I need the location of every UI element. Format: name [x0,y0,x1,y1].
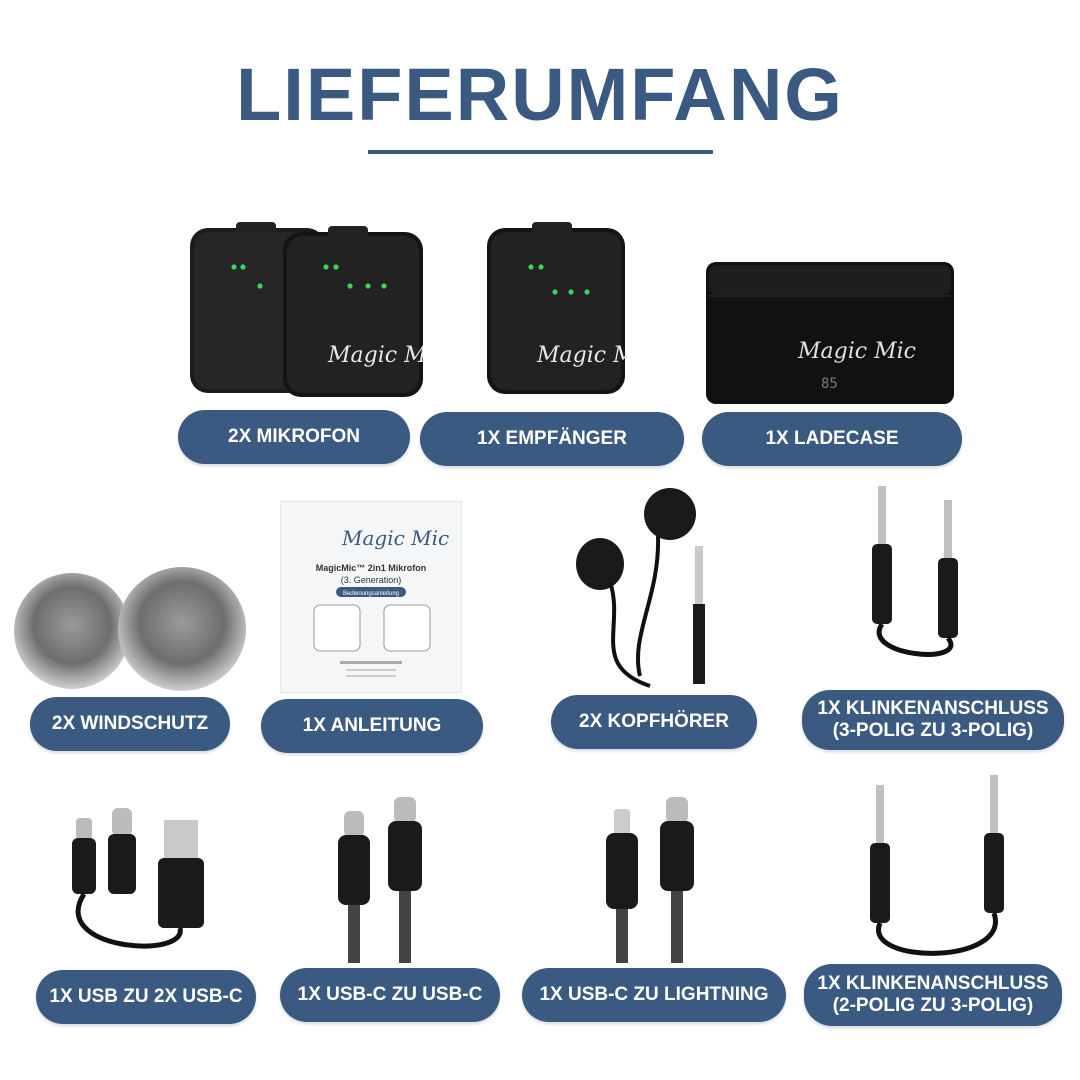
item-label-usb-2usbc: 1X USB ZU 2X USB-C [36,970,256,1024]
lightning-cable-icon [600,795,710,965]
svg-text:Magic Mic: Magic Mic [797,339,916,364]
item-label-windscreen: 2X WINDSCHUTZ [30,697,230,751]
manual-icon: Magic Mic MagicMic™ 2in1 Mikrofon (3. Ge… [280,501,462,693]
svg-text:Bedienungsanleitung: Bedienungsanleitung [343,591,399,597]
svg-text:85: 85 [821,376,838,392]
item-label-aux-2pol: 1X KLINKENANSCHLUSS (2-POLIG ZU 3-POLIG) [804,964,1062,1026]
item-label-charging-case: 1X LADECASE [702,412,962,466]
page-title: LIEFERUMFANG [236,53,844,136]
usbc-cable-icon [330,795,440,965]
title-underline [368,150,713,154]
item-label-aux-3pol: 1X KLINKENANSCHLUSS (3-POLIG ZU 3-POLIG) [802,690,1064,750]
svg-text:Magic Mic: Magic Mic [341,526,449,550]
microphone-transmitter-icon: Magic Mic [188,222,423,397]
charging-case-icon: Magic Mic 85 [706,262,956,407]
item-label-receiver: 1X EMPFÄNGER [420,412,684,466]
usb-cable-icon [48,800,218,970]
svg-text:(3. Generation): (3. Generation) [341,575,402,585]
windscreen-icon [10,563,250,693]
item-label-manual: 1X ANLEITUNG [261,699,483,753]
earphones-icon [570,486,730,696]
item-label-microphone: 2X MIKROFON [178,410,410,464]
item-label-earphones: 2X KOPFHÖRER [551,695,757,749]
aux-cable-3pol-icon [860,486,980,676]
svg-text:MagicMic™ 2in1 Mikrofon: MagicMic™ 2in1 Mikrofon [316,563,427,573]
item-label-usbc-lightning: 1X USB-C ZU LIGHTNING [522,968,786,1022]
svg-text:Magic Mic: Magic Mic [536,343,627,368]
item-label-usbc-usbc: 1X USB-C ZU USB-C [280,968,500,1022]
receiver-icon: Magic Mic [487,222,627,397]
aux-cable-2pol-icon [862,775,1012,965]
mic-logo: Magic Mic [327,343,423,368]
